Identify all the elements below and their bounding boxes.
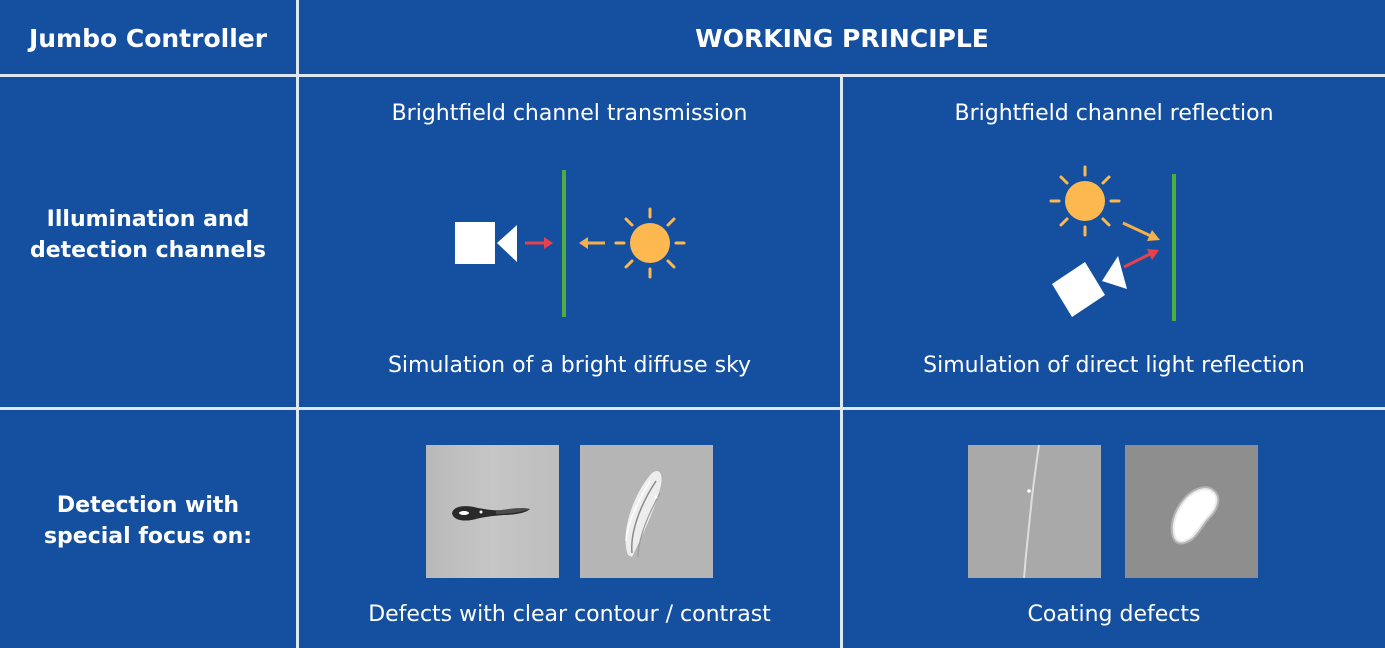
red-arrow-icon (1123, 249, 1159, 269)
row-label-detection: Detection with special focus on: (0, 490, 296, 552)
transmission-detection-caption: Defects with clear contour / contrast (368, 602, 771, 627)
row-label-detection-line-1: Detection with (56, 493, 240, 518)
glass-pane-icon (1172, 174, 1176, 321)
reflection-detection-caption: Coating defects (1027, 602, 1201, 627)
transmission-diagram (455, 170, 686, 317)
grid-horizontal-line-2 (0, 407, 1385, 410)
black-spot-defect-image (426, 445, 559, 578)
sun-icon (614, 207, 686, 279)
reflection-title: Brightfield channel reflection (954, 101, 1274, 126)
coating-spot-defect-image (1125, 445, 1258, 578)
sun-icon (1049, 165, 1121, 237)
row-label-illumination-line-1: Illumination and (46, 207, 250, 232)
page-title: WORKING PRINCIPLE (695, 24, 989, 53)
grid-vertical-line-2 (840, 74, 843, 648)
scratch-defect-image (580, 445, 713, 578)
transmission-title: Brightfield channel transmission (391, 101, 748, 126)
transmission-subtitle: Simulation of a bright diffuse sky (387, 353, 752, 378)
camera-icon (1052, 256, 1127, 317)
corner-title: Jumbo Controller (28, 24, 268, 53)
row-label-illumination: Illumination and detection channels (0, 204, 296, 266)
reflection-diagram (1049, 165, 1176, 321)
camera-icon (455, 222, 517, 264)
red-arrow-icon (525, 237, 553, 249)
row-label-detection-line-2: special focus on: (43, 524, 253, 549)
row-label-illumination-line-2: detection channels (29, 238, 267, 263)
yellow-arrow-icon (1122, 221, 1160, 241)
grid-vertical-line-1 (296, 0, 299, 648)
grid-horizontal-line-1 (0, 74, 1385, 77)
yellow-arrow-icon (579, 237, 605, 249)
glass-pane-icon (562, 170, 566, 317)
line-defect-image (968, 444, 1101, 579)
reflection-subtitle: Simulation of direct light reflection (923, 353, 1305, 378)
